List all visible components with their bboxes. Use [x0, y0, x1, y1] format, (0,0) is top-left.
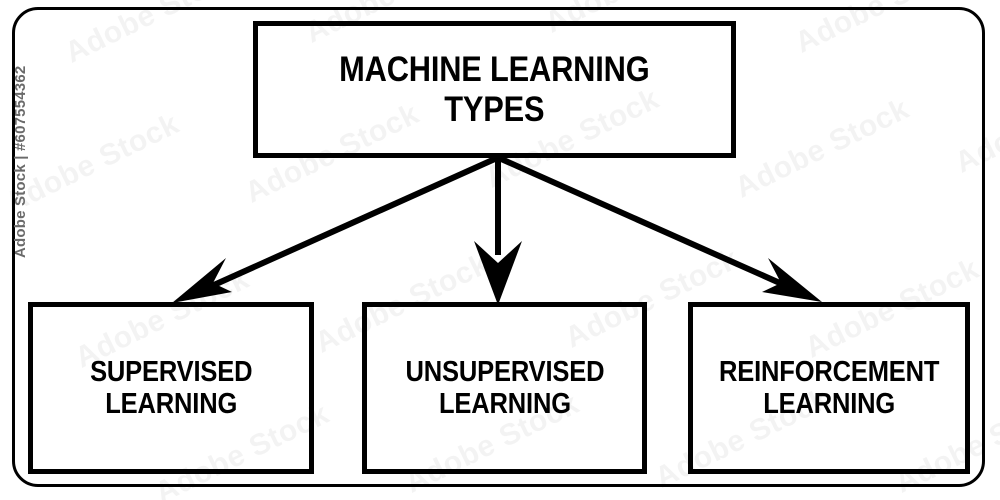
node-label: UNSUPERVISED LEARNING [405, 355, 604, 420]
node-unsupervised-learning[interactable]: UNSUPERVISED LEARNING [362, 302, 647, 474]
watermark-side-text: Adobe Stock | #607554362 [12, 65, 29, 258]
node-label: REINFORCEMENT LEARNING [718, 355, 940, 420]
outer-frame-border [12, 7, 985, 487]
node-reinforcement-learning[interactable]: REINFORCEMENT LEARNING [688, 302, 970, 474]
node-machine-learning-types[interactable]: MACHINE LEARNING TYPES [253, 21, 736, 158]
node-label: SUPERVISED LEARNING [89, 355, 253, 420]
node-supervised-learning[interactable]: SUPERVISED LEARNING [28, 302, 314, 474]
node-label: MACHINE LEARNING TYPES [339, 50, 650, 129]
